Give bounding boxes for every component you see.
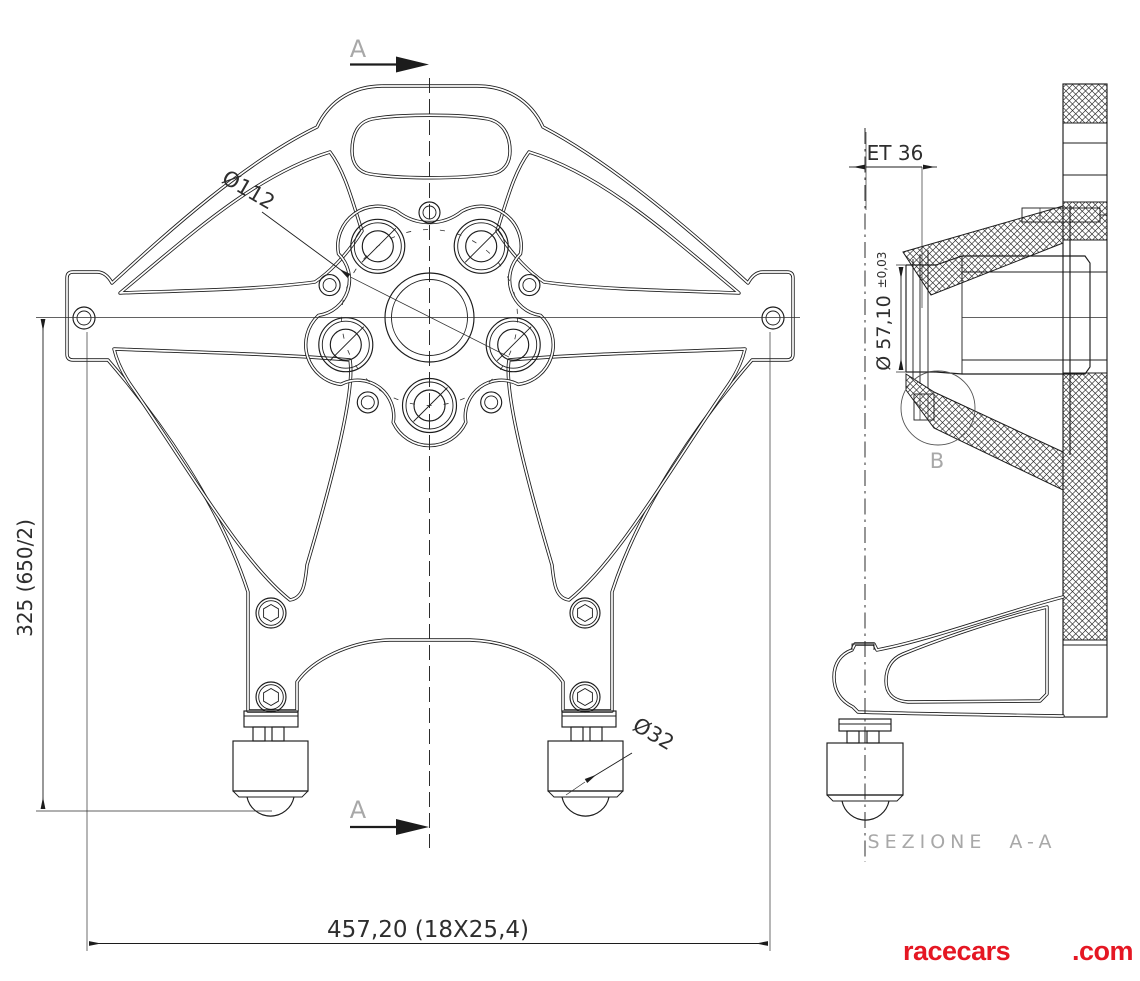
right-foot: [547, 710, 624, 817]
logo-suffix-text: .com: [1072, 936, 1133, 966]
section-cut-arrow-bottom: A: [350, 796, 429, 835]
dim-foot-text: Ø32: [629, 713, 678, 755]
section-label-a-top: A: [350, 35, 367, 63]
detail-b: B: [900, 370, 976, 473]
dim-bore-text: Ø 57,10: [873, 295, 895, 370]
section-view: B SEZIONE A-A: [826, 83, 1108, 862]
section-cut-arrow-top: A: [350, 35, 429, 73]
detail-label: B: [930, 449, 944, 473]
dim-offset: ET 36: [849, 132, 937, 308]
plate-outline: [65, 84, 795, 713]
right-pad-hole: [761, 306, 785, 330]
hub-flange-section: [902, 205, 1064, 296]
logo-brand-text: racecars: [903, 936, 1010, 966]
left-pad-hole: [72, 306, 96, 330]
dimensions: 325 (650/2) 457,20 (18X25,4) Ø112 Ø32: [13, 132, 937, 951]
dim-width: 457,20 (18X25,4): [86, 332, 771, 951]
wheel-bolt-slot: [1021, 207, 1107, 223]
dim-height-text: 325 (650/2): [13, 519, 37, 637]
section-label-a-bottom: A: [350, 796, 367, 824]
dim-foot: Ø32: [565, 713, 678, 796]
section-title: SEZIONE A-A: [868, 831, 1057, 853]
front-view: A A: [36, 35, 800, 848]
section-bracket-arm: [832, 595, 1065, 718]
dim-bore-tolerance-text: ±0,03: [875, 252, 889, 289]
left-foot: [232, 710, 309, 817]
site-logo: racecars .com: [903, 936, 1134, 966]
dim-bore: Ø 57,10 ±0,03: [873, 252, 934, 373]
dim-height: 325 (650/2): [13, 319, 272, 812]
leg-bolts: [255, 597, 601, 713]
dim-width-text: 457,20 (18X25,4): [327, 917, 529, 943]
dim-offset-text: ET 36: [867, 141, 924, 165]
small-holes: [72, 201, 785, 414]
detail-circle: [900, 370, 976, 446]
